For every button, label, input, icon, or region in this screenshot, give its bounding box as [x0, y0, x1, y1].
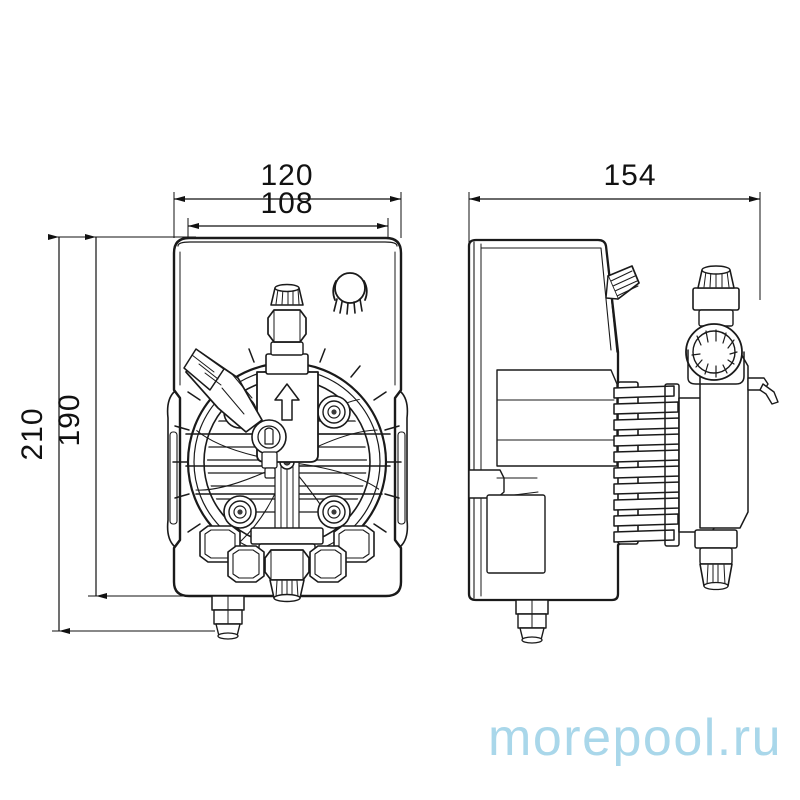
upper-panel-side: [496, 369, 618, 467]
side-slot-left: [169, 431, 178, 525]
cable-gland-bottom: [211, 595, 245, 640]
dimension-label-210: 210: [16, 407, 49, 460]
dimension-label-120: 120: [260, 159, 313, 192]
side-ear-left: [166, 391, 175, 547]
dimension-label-154: 154: [603, 159, 656, 192]
dimension-label-108: 108: [260, 187, 313, 220]
hose-barb-side: [747, 377, 779, 405]
suction-fitting-bottom: [250, 527, 324, 603]
watermark: morepool.ru: [488, 709, 782, 767]
dimension-front-height-190: [85, 234, 196, 599]
priming-valve-knob-side[interactable]: [685, 323, 745, 385]
side-slot-right: [397, 431, 406, 525]
adjustment-knob-icon[interactable]: [332, 272, 368, 315]
priming-valve-diagonal[interactable]: [183, 348, 287, 479]
cable-gland-side: [515, 599, 549, 644]
suction-fitting-side: [694, 529, 738, 591]
pump-head-bolt: [317, 395, 351, 429]
flow-direction-arrow: [274, 383, 300, 421]
adjustment-knob-side[interactable]: [605, 265, 640, 300]
side-view: [467, 238, 779, 644]
side-mount-tab: [468, 469, 505, 499]
side-ear-right: [400, 391, 409, 547]
front-view: [166, 236, 409, 640]
dimension-side-depth-154: [468, 192, 761, 300]
display-recess: [486, 494, 546, 574]
pump-head-bolt: [317, 495, 351, 529]
mounting-foot: [227, 545, 265, 583]
dimension-front-width-120: [173, 192, 402, 238]
knurled-cap-top[interactable]: [270, 283, 304, 306]
discharge-fitting-side: [692, 265, 740, 327]
dimension-label-190: 190: [53, 393, 86, 446]
pump-head-bolt: [223, 495, 257, 529]
mounting-foot: [309, 545, 347, 583]
